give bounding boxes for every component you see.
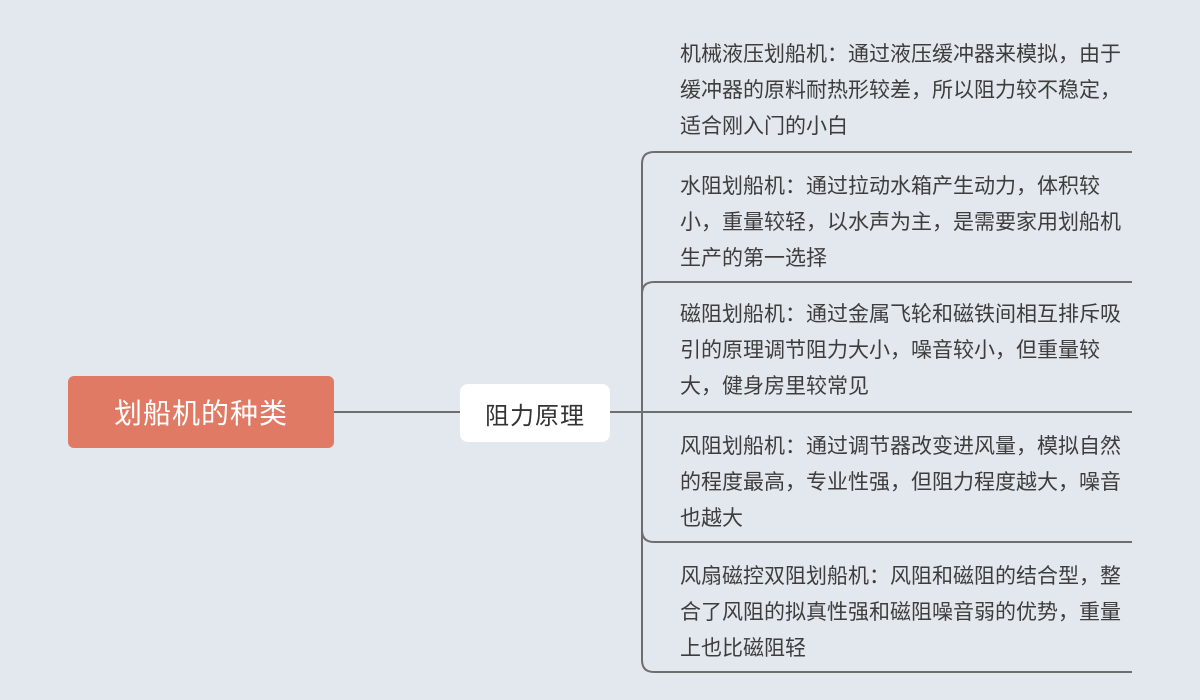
leaf-mechanical-hydraulic[interactable]: 机械液压划船机：通过液压缓冲器来模拟，由于缓冲器的原料耐热形较差，所以阻力较不稳… (680, 36, 1140, 144)
root-node[interactable]: 划船机的种类 (68, 376, 334, 448)
leaf-fan-magnetic-dual[interactable]: 风扇磁控双阻划船机：风阻和磁阻的结合型，整合了风阻的拟真性强和磁阻噪音弱的优势，… (680, 558, 1140, 666)
leaf-text: 水阻划船机：通过拉动水箱产生动力，体积较小，重量较轻，以水声为主，是需要家用划船… (680, 174, 1121, 270)
branch-node-label: 阻力原理 (485, 401, 585, 430)
leaf-separator (641, 529, 1132, 543)
leaf-text: 风阻划船机：通过调节器改变进风量，模拟自然的程度最高，专业性强，但阻力程度越大，… (680, 434, 1121, 530)
leaf-separator (641, 281, 1132, 295)
root-node-label: 划船机的种类 (113, 397, 288, 430)
leaf-text: 机械液压划船机：通过液压缓冲器来模拟，由于缓冲器的原料耐热形较差，所以阻力较不稳… (680, 42, 1121, 138)
leaf-text: 磁阻划船机：通过金属飞轮和磁铁间相互排斥吸引的原理调节阻力大小，噪音较小，但重量… (680, 302, 1121, 398)
leaf-text: 风扇磁控双阻划船机：风阻和磁阻的结合型，整合了风阻的拟真性强和磁阻噪音弱的优势，… (680, 564, 1121, 660)
branch-node-resistance-principle[interactable]: 阻力原理 (460, 384, 610, 442)
leaf-water-resistance[interactable]: 水阻划船机：通过拉动水箱产生动力，体积较小，重量较轻，以水声为主，是需要家用划船… (680, 168, 1140, 276)
leaf-air-resistance[interactable]: 风阻划船机：通过调节器改变进风量，模拟自然的程度最高，专业性强，但阻力程度越大，… (680, 428, 1140, 536)
leaf-magnetic-resistance[interactable]: 磁阻划船机：通过金属飞轮和磁铁间相互排斥吸引的原理调节阻力大小，噪音较小，但重量… (680, 296, 1140, 404)
